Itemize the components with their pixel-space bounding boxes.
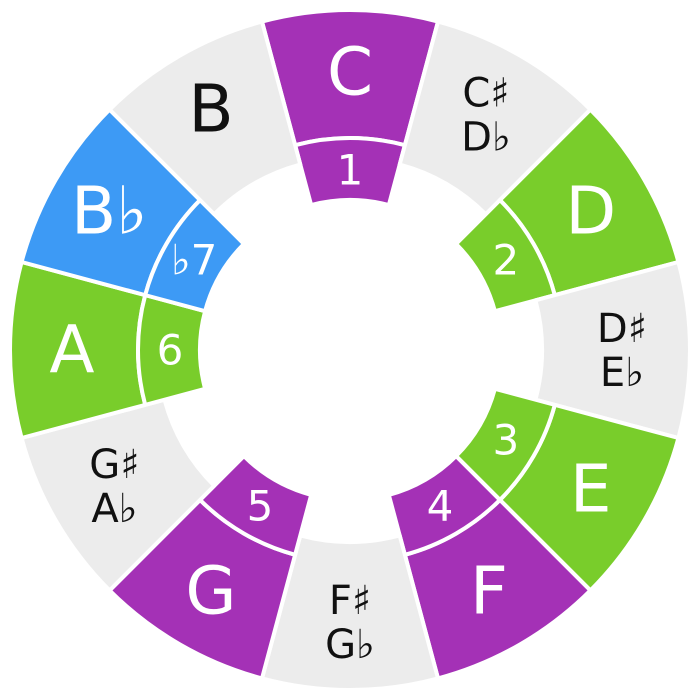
degree-label-c: 1 <box>337 146 364 195</box>
note-label-b-flat: B♭ <box>71 173 147 250</box>
degree-label-f: 4 <box>427 481 454 530</box>
degree-label-d: 2 <box>493 236 520 285</box>
note-label-a: A <box>49 312 94 389</box>
note-label-f: F <box>470 552 508 629</box>
degree-label-a: 6 <box>157 326 184 375</box>
note-label-f-sharp-flat: G♭ <box>325 622 375 668</box>
sector-b <box>107 19 303 217</box>
degree-label-b-flat: ♭7 <box>171 236 218 285</box>
note-label-c-sharp-sharp: C♯ <box>462 70 509 116</box>
degree-label-e: 3 <box>493 416 520 465</box>
note-label-g: G <box>185 552 236 629</box>
note-label-d-sharp-sharp: D♯ <box>597 306 647 352</box>
note-label-g-sharp-sharp: G♯ <box>89 442 139 488</box>
note-label-d: D <box>565 173 616 250</box>
note-label-c: C <box>327 34 373 111</box>
note-label-f-sharp-sharp: F♯ <box>329 578 371 624</box>
note-label-d-sharp-flat: E♭ <box>600 350 644 396</box>
note-label-b: B <box>188 71 233 148</box>
degree-label-g: 5 <box>247 481 274 530</box>
note-label-e: E <box>570 451 612 528</box>
note-label-g-sharp-flat: A♭ <box>91 486 137 532</box>
note-label-c-sharp-flat: D♭ <box>461 114 511 160</box>
wheel-sectors <box>8 8 692 692</box>
